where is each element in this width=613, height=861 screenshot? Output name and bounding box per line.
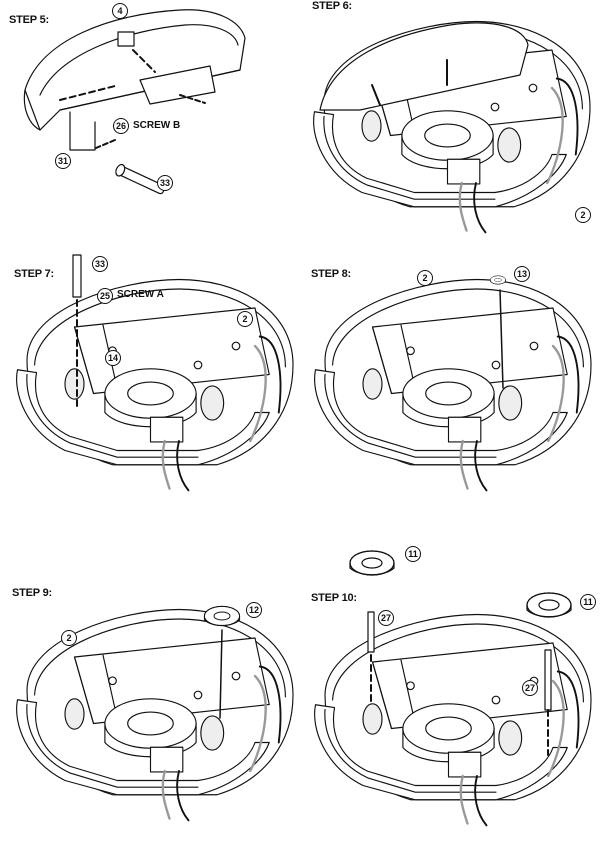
- step-6-label: STEP 6:: [312, 0, 352, 12]
- part-2-callout-step9: 2: [61, 630, 77, 646]
- part-13-callout: 13: [514, 266, 530, 282]
- part-33-callout: 33: [157, 175, 173, 191]
- part-27-callout-right: 27: [522, 680, 538, 696]
- part-14-callout: 14: [105, 350, 121, 366]
- part-25-callout: 25: [97, 288, 113, 304]
- step-10-label: STEP 10:: [311, 592, 357, 604]
- part-12-callout: 12: [246, 602, 262, 618]
- part-11-callout-right: 11: [580, 594, 596, 610]
- part-33-callout-step7: 33: [92, 256, 108, 272]
- step-8-label: STEP 8:: [311, 268, 351, 280]
- part-27-callout-left: 27: [378, 610, 394, 626]
- step-5-label: STEP 5:: [9, 14, 49, 26]
- part-2-callout-step6: 2: [575, 207, 591, 223]
- step-6-drawing: [312, 20, 592, 234]
- step-9-drawing: [15, 605, 295, 822]
- part-2-callout-step8: 2: [417, 270, 433, 286]
- step-5-drawing: [23, 9, 246, 195]
- screw-a-label: SCREW A: [117, 289, 164, 300]
- part-2-callout-step7: 2: [237, 311, 253, 327]
- part-11-callout-top: 11: [405, 546, 421, 562]
- step-9-label: STEP 9:: [12, 587, 52, 599]
- step-8-drawing: [313, 275, 593, 492]
- step-7-drawing: [15, 254, 295, 492]
- step-7-label: STEP 7:: [14, 268, 54, 280]
- part-26-callout: 26: [113, 118, 129, 134]
- part-4-callout: 4: [112, 3, 128, 19]
- step-10-drawing: [313, 550, 593, 827]
- part-31-callout: 31: [55, 153, 71, 169]
- screw-b-label: SCREW B: [133, 120, 181, 131]
